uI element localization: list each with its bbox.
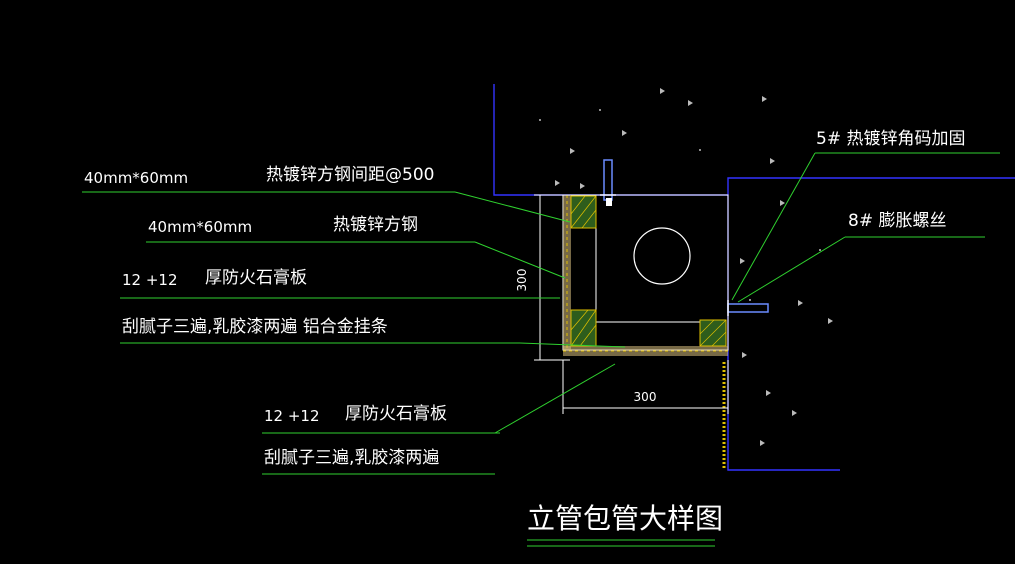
note8-text: 8# 膨胀螺丝 [848, 211, 946, 231]
annotations: 40mm*60mm 热镀锌方钢间距@500 40mm*60mm 热镀锌方钢 12… [84, 129, 965, 468]
gypsum-board-bottom [563, 346, 728, 356]
note2-text: 热镀锌方钢 [333, 215, 418, 235]
dimension-horizontal: 300 [562, 360, 729, 414]
note7-text: 5# 热镀锌角码加固 [816, 129, 965, 149]
note3-text: 厚防火石膏板 [205, 267, 307, 288]
dimension-vertical: 300 [515, 194, 570, 361]
note5-spec: 12 +12 [264, 407, 320, 425]
steel-tube-top [570, 195, 597, 229]
note3-spec: 12 +12 [122, 271, 178, 289]
note5-text: 厚防火石膏板 [345, 403, 447, 424]
note2-size: 40mm*60mm [148, 218, 252, 236]
drawing-title-group: 立管包管大样图 [527, 502, 723, 547]
note1-size: 40mm*60mm [84, 169, 188, 187]
note6-text: 刮腻子三遍,乳胶漆两遍 [264, 448, 439, 468]
gypsum-board-left [563, 195, 571, 350]
concrete-hatch [539, 88, 833, 446]
note4-text: 刮腻子三遍,乳胶漆两遍 铝合金挂条 [122, 317, 388, 337]
leader-lines [82, 152, 1000, 475]
dimension-vertical-value: 300 [515, 269, 529, 292]
anchor-bolt-right [727, 300, 769, 316]
anchor-bolt-top [600, 159, 616, 206]
dimension-horizontal-value: 300 [634, 390, 657, 404]
steel-tube-right [699, 319, 727, 347]
drawing-title: 立管包管大样图 [527, 502, 723, 535]
steel-tube-bottom [570, 309, 597, 347]
note1-text: 热镀锌方钢间距@500 [266, 165, 434, 185]
riser-pipe [633, 227, 691, 285]
